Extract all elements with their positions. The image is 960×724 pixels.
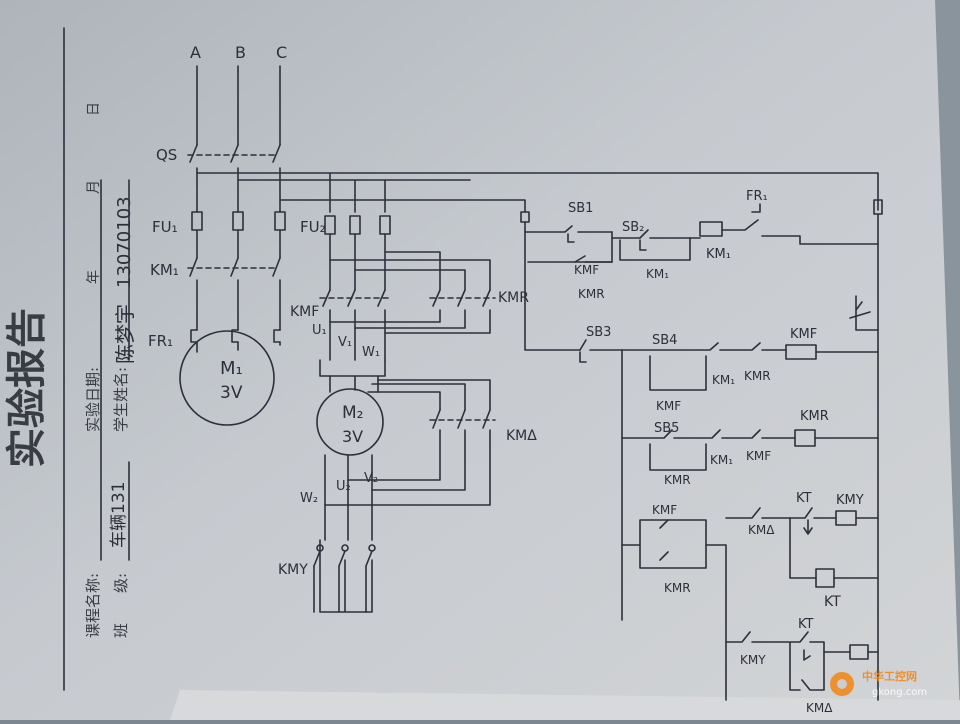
- km1-main-contacts: [187, 257, 281, 331]
- row4-kmf-label: KMF: [652, 503, 677, 517]
- fu2-fuses: [324, 215, 491, 291]
- second-sheet-edge: [170, 690, 960, 720]
- w2-label: W₂: [300, 491, 318, 506]
- phase-c-label: C: [276, 43, 287, 62]
- motor-m2-name: M₂: [342, 403, 363, 423]
- fr-right-contact: [849, 295, 879, 331]
- row4-kt-label: KT: [796, 491, 812, 506]
- year-label: 年: [86, 270, 102, 284]
- phase-b-label: B: [235, 43, 246, 62]
- kmr-aux-label: KMR: [578, 287, 605, 301]
- kt-coil-label: KT: [824, 594, 841, 610]
- phase-labels: A B C: [190, 43, 287, 62]
- kmf-aux-label: KMF: [574, 263, 599, 277]
- fu1-label: FU₁: [152, 218, 178, 236]
- row3-kmr-aux-label: KMR: [664, 473, 691, 487]
- row3-kmr-coil-label: KMR: [800, 409, 829, 424]
- row3-km1-label: KM₁: [710, 453, 733, 467]
- kmy-label: KMY: [278, 562, 308, 578]
- motor-m2-circle: [316, 388, 384, 456]
- watermark-url: gkong.com: [872, 687, 927, 698]
- row5-kmd-label: KMΔ: [806, 701, 833, 715]
- v2-label: V₂: [364, 471, 378, 486]
- month-label: 月: [86, 180, 102, 194]
- supply-lines: [187, 65, 879, 213]
- row4-kmr-label: KMR: [664, 581, 691, 595]
- kmf-kmr-contacts: [319, 289, 496, 377]
- sb1-label: SB1: [568, 201, 593, 216]
- class-value: 车辆131: [109, 482, 129, 548]
- motor-m2-rating: 3V: [342, 427, 363, 446]
- qs-blades: [189, 144, 281, 163]
- date-value: 13070103: [114, 196, 135, 288]
- kmd-label: KMΔ: [506, 428, 537, 444]
- student-value: 陈梦宇: [113, 304, 137, 364]
- km1-aux-label: KM₁: [646, 267, 669, 281]
- fr1-control-label: FR₁: [746, 189, 768, 204]
- row5-kmy-label: KMY: [740, 653, 766, 667]
- row2-km1-label: KM₁: [712, 373, 735, 387]
- fu2-label: FU₂: [300, 218, 326, 236]
- km1-coil-label: KM₁: [706, 247, 731, 262]
- motor-m1-circle: [179, 330, 275, 426]
- row2-kmr-label: KMR: [744, 369, 771, 383]
- control-row-2: [579, 339, 879, 621]
- fr1-label: FR₁: [148, 332, 173, 350]
- control-row-3: [621, 429, 879, 471]
- control-row-1: [524, 203, 879, 263]
- watermark: 中华工控网 gkong.com: [830, 669, 927, 698]
- phase-a-label: A: [190, 43, 201, 62]
- kmf-label: KMF: [290, 304, 319, 320]
- km1-label: KM₁: [150, 261, 179, 279]
- course-label: 课程名称:: [84, 573, 102, 638]
- fu1-fuses: [191, 211, 286, 259]
- control-row-5: [725, 631, 879, 691]
- row5-kt-label: KT: [798, 617, 814, 632]
- motor-m1-name: M₁: [220, 358, 243, 379]
- kmy-contacts: [313, 544, 376, 613]
- fr1-thermal-relay: [190, 329, 281, 353]
- row4-kmy-label: KMY: [836, 493, 864, 508]
- motor-m1-rating: 3V: [220, 383, 243, 403]
- report-title: 实验报告: [3, 308, 50, 468]
- sb2-label: SB₂: [622, 220, 644, 235]
- date-label: 实验日期:: [84, 367, 102, 432]
- control-row-4: [621, 507, 879, 701]
- m2-wiring: [319, 375, 496, 613]
- sb5-label: SB5: [654, 421, 679, 436]
- class-label: 班 级:: [112, 573, 130, 638]
- day-label: 日: [86, 102, 102, 116]
- kmr-label: KMR: [498, 290, 529, 306]
- v1-label: V₁: [338, 335, 352, 350]
- row2-kmf-aux-label: KMF: [656, 399, 681, 413]
- sb4-label: SB4: [652, 333, 677, 348]
- qs-label: QS: [156, 146, 177, 164]
- u1-label: U₁: [312, 323, 327, 338]
- row2-kmf-coil-label: KMF: [790, 327, 817, 342]
- w1-label: W₁: [362, 345, 380, 360]
- control-rails: [520, 199, 883, 701]
- row3-kmf-label: KMF: [746, 449, 771, 463]
- u2-label: U₂: [336, 479, 351, 494]
- sb3-label: SB3: [586, 325, 611, 340]
- student-label: 学生姓名:: [112, 367, 130, 432]
- watermark-brand: 中华工控网: [862, 669, 917, 683]
- row4-kmd-label: KMΔ: [748, 523, 775, 537]
